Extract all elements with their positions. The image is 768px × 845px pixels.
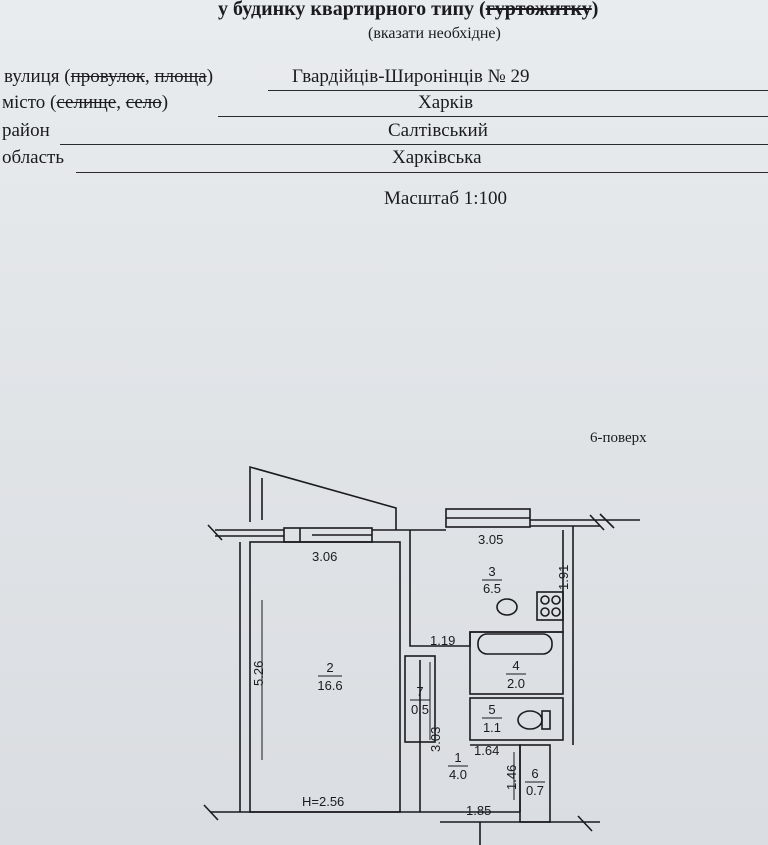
- dim-room3-right: 1.91: [556, 565, 571, 590]
- svg-text:5: 5: [488, 702, 495, 717]
- svg-text:16.6: 16.6: [317, 678, 342, 693]
- svg-text:0.7: 0.7: [526, 783, 544, 798]
- toilet-icon: [517, 710, 543, 730]
- floor-plan: 3.06 3.05 5.26 1.91 1.19 H=2.56 1.85 1.6…: [203, 465, 640, 845]
- dim-room2-top: 3.06: [312, 549, 337, 564]
- room-6-label: 6 0.7: [525, 766, 545, 798]
- district-underline: [60, 144, 768, 145]
- break-mark: [207, 524, 223, 541]
- room-5-outline: [469, 697, 564, 741]
- district-value: Салтівський: [388, 120, 488, 141]
- stove-icon: [536, 591, 564, 621]
- floor-label: 6-поверх: [590, 430, 647, 446]
- title-note: (вказати необхідне): [368, 25, 501, 42]
- svg-text:4.0: 4.0: [449, 767, 467, 782]
- dim-room2-left: 5.26: [251, 661, 266, 686]
- region-value: Харківська: [392, 147, 482, 168]
- dim-room3-top: 3.05: [478, 532, 503, 547]
- room-5-label: 5 1.1: [482, 702, 502, 735]
- svg-text:6: 6: [531, 766, 538, 781]
- dim-hall-bottom-a: H=2.56: [302, 794, 344, 809]
- region-underline: [76, 172, 768, 173]
- svg-text:1: 1: [454, 750, 461, 765]
- district-label: район: [2, 120, 50, 141]
- svg-text:6.5: 6.5: [483, 581, 501, 596]
- bathtub-icon: [477, 633, 553, 655]
- svg-text:1.1: 1.1: [483, 720, 501, 735]
- dim-kitchen-notch: 1.19: [430, 633, 455, 648]
- region-label: область: [2, 147, 65, 168]
- svg-text:2: 2: [326, 660, 333, 675]
- struck-dormitory: гуртожитку: [485, 0, 592, 20]
- dim-hall-vert: 3.03: [428, 727, 443, 752]
- svg-text:0.5: 0.5: [411, 702, 429, 717]
- document-title: у будинку квартирного типу (гуртожитку): [218, 0, 599, 20]
- city-label: місто (селище, село): [2, 92, 169, 113]
- dim-small-vert: 1.46: [504, 765, 519, 790]
- scale-label: Масштаб 1:100: [384, 188, 508, 209]
- city-underline: [218, 116, 768, 117]
- city-value: Харків: [418, 92, 474, 113]
- street-value: Гвардійців-Широнінців № 29: [292, 66, 530, 87]
- room-2-label: 2 16.6: [317, 660, 342, 693]
- room-2-outline: [249, 541, 401, 813]
- room-4-label: 4 2.0: [506, 658, 526, 691]
- dim-hall-inner: 1.64: [474, 743, 499, 758]
- dim-hall-bottom-b: 1.85: [466, 803, 491, 818]
- balcony-outline: [249, 465, 397, 530]
- room-7-label: 7 0.5: [410, 684, 430, 717]
- sink-icon: [496, 598, 518, 616]
- svg-text:3: 3: [488, 564, 495, 579]
- room-1-label: 1 4.0: [448, 750, 468, 782]
- room-1-outline: [419, 660, 520, 813]
- street-underline: [268, 90, 768, 91]
- room-4-outline: [469, 631, 564, 695]
- street-label: вулиця (провулок, площа): [4, 66, 214, 87]
- svg-text:7: 7: [416, 684, 423, 699]
- room-3-label: 3 6.5: [482, 564, 502, 596]
- svg-text:4: 4: [512, 658, 519, 673]
- svg-text:2.0: 2.0: [507, 676, 525, 691]
